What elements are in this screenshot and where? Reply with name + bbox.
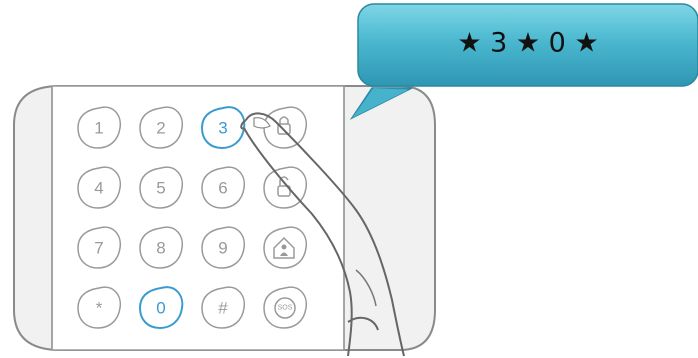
key-1[interactable]: 1 <box>78 107 120 148</box>
key-label: 0 <box>156 299 165 318</box>
home-button[interactable] <box>264 227 306 268</box>
key-label: # <box>218 299 228 318</box>
key-label: * <box>96 299 103 318</box>
sos-button[interactable]: SOS <box>264 287 306 328</box>
key-label: 5 <box>156 179 165 198</box>
key-label: 9 <box>218 239 227 258</box>
key-label: 8 <box>156 239 165 258</box>
key-8[interactable]: 8 <box>140 227 182 268</box>
key-label: 4 <box>94 179 103 198</box>
key-hash[interactable]: # <box>202 287 244 328</box>
key-label: 3 <box>218 119 227 138</box>
key-star[interactable]: * <box>78 287 120 328</box>
key-label: 7 <box>94 239 103 258</box>
key-label: 2 <box>156 119 165 138</box>
key-label: 1 <box>94 119 103 138</box>
entered-code-text: ★ 3 ★ 0 ★ <box>457 28 598 59</box>
lock-button[interactable] <box>264 107 306 148</box>
key-6[interactable]: 6 <box>202 167 244 208</box>
key-5[interactable]: 5 <box>140 167 182 208</box>
key-9[interactable]: 9 <box>202 227 244 268</box>
key-4[interactable]: 4 <box>78 167 120 208</box>
key-7[interactable]: 7 <box>78 227 120 268</box>
sos-label: SOS <box>278 305 293 312</box>
key-label: 6 <box>218 179 227 198</box>
key-2[interactable]: 2 <box>140 107 182 148</box>
key-3[interactable]: 3 <box>202 107 244 148</box>
key-0[interactable]: 0 <box>140 287 182 328</box>
